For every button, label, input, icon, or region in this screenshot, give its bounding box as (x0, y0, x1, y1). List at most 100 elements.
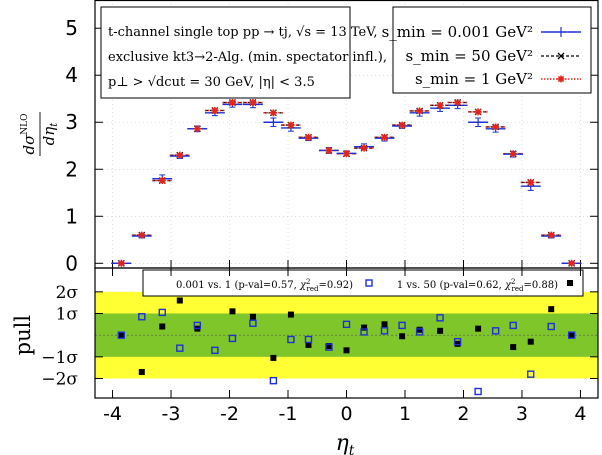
pull-y-tick-label: 2σ (56, 283, 79, 303)
pull-point-1-vs-50 (270, 354, 277, 361)
pull-point-0001-vs-1 (117, 331, 126, 339)
pull-point-0001-vs-1 (193, 321, 202, 330)
legend-swatch-marker (557, 52, 565, 60)
pull-point-1-vs-50 (138, 369, 145, 375)
pull-frame (94, 267, 599, 399)
pull-point-1-vs-50 (568, 332, 575, 339)
pull-y-tick-label: −2σ (41, 370, 78, 390)
x-tick-label: -1 (279, 403, 298, 425)
series-1-point (249, 98, 257, 106)
pull-point-0001-vs-1 (228, 334, 237, 343)
info-line: exclusive kt3→2-Alg. (min. spectator inf… (108, 50, 387, 65)
x-tick-label: -2 (220, 403, 239, 425)
series-1-point (492, 123, 500, 131)
series-1-point (228, 98, 236, 106)
legend-swatch-marker (557, 75, 565, 83)
pull-point-0001-vs-1 (398, 321, 406, 330)
pull-legend-label-0001-vs-1-chi: χ (299, 280, 307, 291)
pull-point-0001-vs-1 (325, 343, 333, 351)
pull-point-1-vs-50 (287, 311, 294, 318)
pull-legend-label-0001-vs-1-text: 0.001 vs. 1 (p-val=0.57, (176, 280, 300, 291)
pull-point-1-vs-50 (527, 338, 534, 345)
pull-point-0001-vs-1 (138, 313, 146, 321)
pull-point-0001-vs-1 (158, 308, 166, 317)
pull-point-0001-vs-1 (176, 344, 184, 352)
pull-legend-label-0001-vs-1-chi-sub: red (306, 285, 318, 293)
pull-legend-label-1-vs-50-chi-sup: 2 (511, 278, 515, 286)
pull-point-0001-vs-1 (269, 376, 278, 385)
pull-point-1-vs-50 (159, 323, 166, 330)
pull-legend-marker-open (365, 279, 373, 287)
series-1-point (547, 231, 555, 239)
series-1-point (474, 108, 482, 116)
x-tick-label: 1 (399, 403, 411, 425)
pull-point-1-vs-50 (343, 347, 350, 354)
series-1-point (158, 177, 166, 185)
y-tick-label: 4 (65, 63, 78, 87)
pull-point-1-vs-50 (510, 344, 517, 351)
pull-y-tick-label: 1σ (56, 305, 79, 325)
pull-legend-label-1-vs-50-text: 1 vs. 50 (p-val=0.62, (397, 280, 505, 291)
legend-label: s_min = 1 GeV² (415, 70, 533, 88)
series-1-point (454, 98, 462, 106)
series-1-point (568, 259, 576, 267)
pull-point-1-vs-50 (249, 313, 256, 320)
pull-point-0001-vs-1 (567, 331, 576, 339)
y-axis-label-numerator: dσNLO (20, 113, 38, 154)
x-axis-label: ηt (336, 431, 355, 455)
pull-point-1-vs-50 (454, 340, 461, 347)
pull-point-0001-vs-1 (211, 346, 219, 355)
pull-legend-label-1-vs-50-chi-rest: =0.88) (523, 280, 558, 291)
x-axis-label-subscript: t (349, 443, 355, 455)
series-1-point (509, 150, 517, 158)
pull-legend-marker-filled (567, 280, 573, 286)
pull-point-0001-vs-1 (491, 327, 500, 335)
series-1-point (117, 259, 125, 267)
y-axis-label-subscript: t (49, 122, 60, 127)
pull-point-0001-vs-1 (527, 370, 535, 378)
pull-point-1-vs-50 (176, 297, 183, 304)
pull-y-tick-label: −1σ (41, 348, 78, 368)
y-tick-label: 2 (65, 157, 78, 181)
pull-point-0001-vs-1 (360, 328, 368, 336)
pull-point-0001-vs-1 (436, 314, 444, 322)
y-tick-label: 0 (65, 251, 78, 275)
pull-point-0001-vs-1 (380, 327, 389, 335)
pull-point-0001-vs-1 (304, 335, 313, 344)
y-tick-label: 5 (65, 16, 78, 40)
x-tick-label: -3 (162, 403, 181, 425)
pull-point-1-vs-50 (305, 341, 312, 348)
series-1-point (287, 121, 295, 129)
pull-point-1-vs-50 (548, 306, 555, 313)
info-line: t-channel single top pp → tj, √s = 13 Te… (108, 25, 377, 40)
x-tick-label: 4 (574, 403, 586, 425)
pull-legend-label-1-vs-50-chi-sub: red (511, 285, 523, 293)
x-tick-label: 3 (516, 403, 528, 425)
pull-point-1-vs-50 (381, 321, 388, 328)
series-1-point (211, 106, 219, 114)
pull-point-0001-vs-1 (342, 320, 351, 329)
pull-point-1-vs-50 (229, 308, 236, 315)
y-axis-label-superscript: NLO (20, 113, 30, 134)
series-1-point (381, 133, 389, 141)
series-1-point (398, 121, 406, 129)
pull-point-1-vs-50 (361, 324, 368, 331)
series-1-point (304, 133, 312, 141)
y-tick-label: 1 (65, 204, 78, 228)
series-1-point (527, 178, 535, 186)
pull-point-1-vs-50 (399, 333, 406, 340)
series-1-point (360, 144, 368, 152)
pull-legend-label-1-vs-50-chi: χ (504, 280, 512, 291)
legend-label: s_min = 0.001 GeV² (382, 23, 533, 41)
pull-point-0001-vs-1 (453, 337, 462, 346)
pull-point-1-vs-50 (416, 326, 423, 333)
series-1-point (343, 150, 350, 158)
pull-point-0001-vs-1 (509, 321, 517, 330)
y-axis-label-denominator: dηt (40, 122, 60, 146)
pull-point-1-vs-50 (118, 332, 125, 339)
